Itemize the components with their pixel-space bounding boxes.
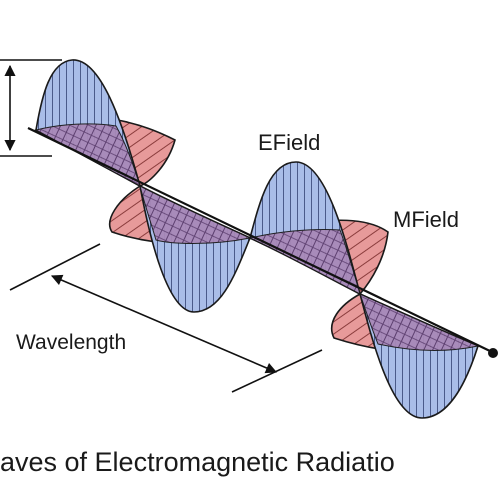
field-overlap bbox=[34, 123, 480, 351]
m-field-label: MField bbox=[393, 207, 459, 232]
diagram-caption: aves of Electromagnetic Radiatio bbox=[0, 447, 395, 477]
wavelength-measure bbox=[9, 243, 323, 393]
wavelength-tick-right bbox=[231, 349, 323, 393]
e-field-label: EField bbox=[258, 130, 320, 155]
wavelength-arrow bbox=[50, 274, 278, 374]
axis-end-dot bbox=[488, 348, 498, 358]
propagation-axis bbox=[27, 127, 493, 353]
wavelength-tick-left bbox=[9, 243, 101, 291]
amplitude-marker bbox=[0, 59, 62, 157]
wavelength-label: Wavelength bbox=[16, 331, 126, 354]
